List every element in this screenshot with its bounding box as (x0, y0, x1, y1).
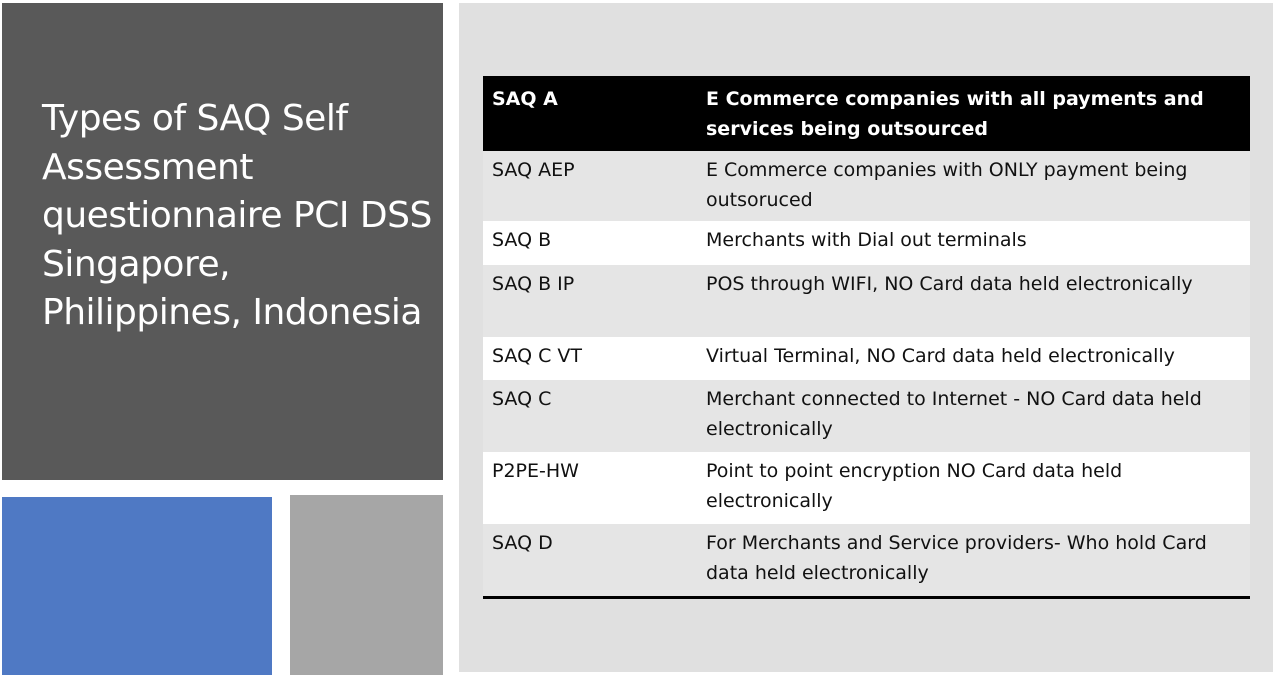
saq-type-cell: SAQ C (492, 388, 552, 410)
saq-type-cell: SAQ A (492, 88, 558, 110)
table-row: SAQ AEP E Commerce companies with ONLY p… (483, 151, 1250, 221)
saq-description-cell: E Commerce companies with ONLY payment b… (706, 159, 1188, 211)
table-row: SAQ B Merchants with Dial out terminals (483, 221, 1250, 265)
saq-description-cell: Merchants with Dial out terminals (706, 229, 1027, 251)
table-row: P2PE-HW Point to point encryption NO Car… (483, 452, 1250, 524)
content-panel (459, 3, 1273, 672)
accent-block-gray (290, 495, 443, 675)
saq-type-cell: SAQ D (492, 532, 553, 554)
table-row: SAQ B IP POS through WIFI, NO Card data … (483, 265, 1250, 337)
table-row: SAQ C Merchant connected to Internet - N… (483, 380, 1250, 452)
saq-type-cell: SAQ AEP (492, 159, 575, 181)
saq-description-cell: Merchant connected to Internet - NO Card… (706, 388, 1202, 440)
saq-description-cell: For Merchants and Service providers- Who… (706, 532, 1207, 584)
saq-type-cell: P2PE-HW (492, 460, 579, 482)
table-row: SAQ C VT Virtual Terminal, NO Card data … (483, 337, 1250, 380)
title-panel: Types of SAQ Self Assessment questionnai… (2, 3, 443, 480)
saq-description-cell: Point to point encryption NO Card data h… (706, 460, 1123, 512)
saq-description-cell: E Commerce companies with all payments a… (706, 88, 1204, 140)
table-header-row: SAQ A E Commerce companies with all paym… (483, 76, 1250, 151)
saq-type-cell: SAQ B IP (492, 273, 575, 295)
saq-description-cell: POS through WIFI, NO Card data held elec… (706, 273, 1193, 295)
table-row: SAQ D For Merchants and Service provider… (483, 524, 1250, 597)
saq-type-cell: SAQ B (492, 229, 552, 251)
saq-description-cell: Virtual Terminal, NO Card data held elec… (706, 345, 1175, 367)
accent-block-blue (2, 497, 272, 675)
saq-types-table: SAQ A E Commerce companies with all paym… (483, 76, 1250, 599)
slide-title: Types of SAQ Self Assessment questionnai… (42, 98, 432, 333)
saq-type-cell: SAQ C VT (492, 345, 582, 367)
